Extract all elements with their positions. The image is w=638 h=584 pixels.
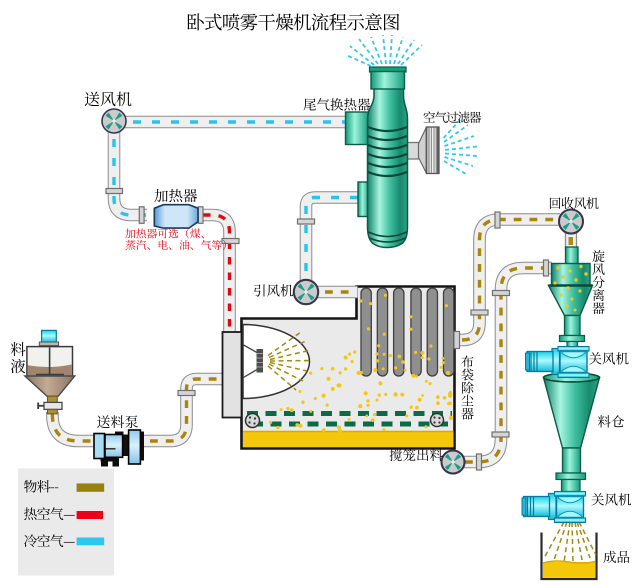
svg-text:加热器: 加热器 [154, 185, 198, 206]
svg-text:离: 离 [592, 285, 605, 304]
svg-text:搅笼出料: 搅笼出料 [389, 444, 443, 464]
svg-text:袋: 袋 [461, 365, 474, 384]
svg-text:器: 器 [461, 404, 474, 423]
svg-text:引风机: 引风机 [253, 280, 294, 300]
svg-text:卧式喷雾干燥机流程示意图: 卧式喷雾干燥机流程示意图 [186, 9, 400, 35]
svg-text:送料泵: 送料泵 [97, 412, 139, 432]
svg-text:尘: 尘 [461, 391, 474, 410]
svg-text:料: 料 [10, 338, 26, 360]
svg-text:尾气换热器: 尾气换热器 [303, 94, 371, 114]
svg-text:回收风机: 回收风机 [549, 193, 600, 212]
svg-text:蒸汽、电、油、气等）: 蒸汽、电、油、气等） [125, 238, 233, 253]
svg-text:冷空气—: 冷空气— [24, 530, 76, 550]
svg-text:器: 器 [592, 298, 605, 317]
svg-text:液: 液 [10, 355, 26, 377]
svg-text:除: 除 [461, 378, 474, 397]
svg-text:布: 布 [461, 352, 474, 371]
svg-text:加热器可选（煤、: 加热器可选（煤、 [125, 227, 211, 242]
svg-text:空气过滤器: 空气过滤器 [423, 108, 482, 126]
svg-text:关风机: 关风机 [589, 348, 630, 368]
svg-text:送风机: 送风机 [84, 87, 132, 110]
svg-text:成品: 成品 [603, 546, 630, 566]
svg-text:热空气—: 热空气— [24, 503, 76, 523]
svg-text:旋: 旋 [592, 246, 605, 265]
svg-text:分: 分 [592, 272, 605, 291]
svg-text:料仓: 料仓 [598, 411, 626, 431]
svg-text:风: 风 [592, 259, 605, 278]
svg-text:关风机: 关风机 [591, 489, 632, 509]
svg-text:物料--: 物料-- [24, 476, 60, 496]
